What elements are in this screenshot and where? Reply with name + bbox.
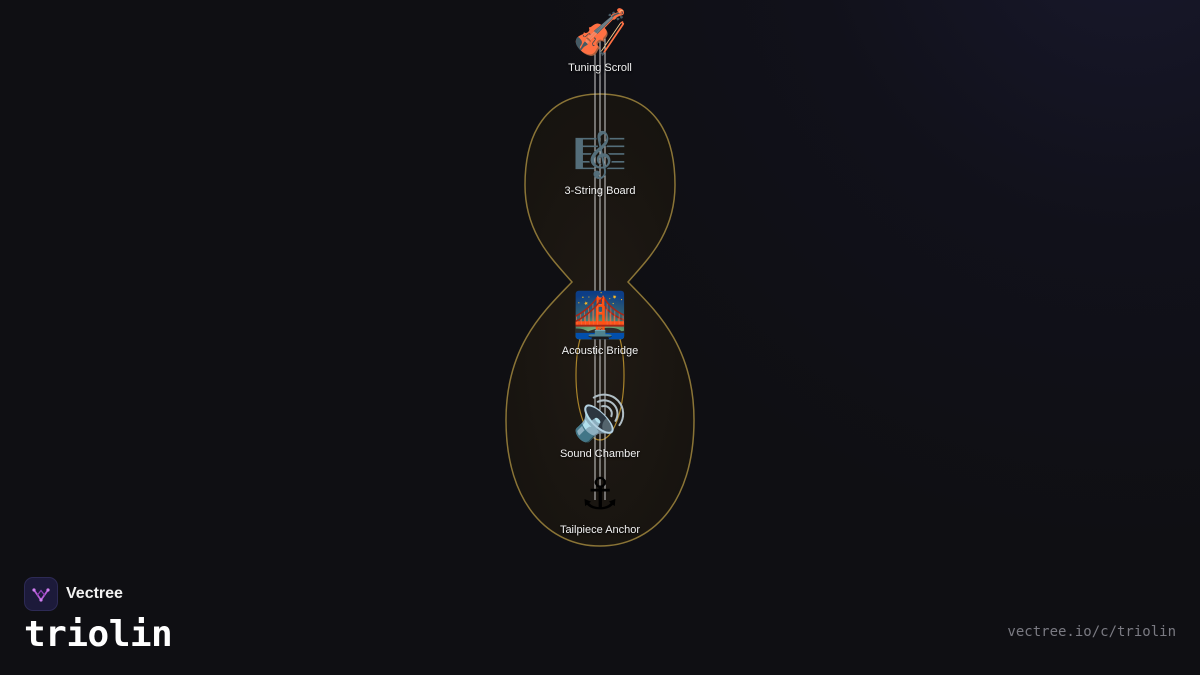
speaker-high-volume-icon: 🔊 xyxy=(572,393,628,444)
brand-block: Vectree triolin xyxy=(24,577,173,655)
anchor-icon: ⚓ xyxy=(580,469,620,520)
part-tailpiece-anchor[interactable]: ⚓ Tailpiece Anchor xyxy=(530,469,670,537)
musical-score-icon: 🎼 xyxy=(572,130,628,181)
violin-icon: 🎻 xyxy=(572,7,628,58)
part-label: 3-String Board xyxy=(564,185,636,197)
part-label: Tuning Scroll xyxy=(568,62,632,74)
part-sound-chamber[interactable]: 🔊 Sound Chamber xyxy=(530,393,670,461)
brand-name[interactable]: Vectree xyxy=(66,585,123,602)
project-url[interactable]: vectree.io/c/triolin xyxy=(1007,624,1176,640)
brand-row: Vectree xyxy=(24,577,172,611)
part-string-board[interactable]: 🎼 3-String Board xyxy=(530,130,670,198)
project-title: triolin xyxy=(24,614,173,655)
part-acoustic-bridge[interactable]: 🌉 Acoustic Bridge xyxy=(530,290,670,358)
part-label: Tailpiece Anchor xyxy=(559,524,641,536)
bridge-at-night-icon: 🌉 xyxy=(572,290,628,341)
part-label: Acoustic Bridge xyxy=(561,345,639,357)
part-tuning-scroll[interactable]: 🎻 Tuning Scroll xyxy=(530,7,670,75)
vectree-logo-icon[interactable] xyxy=(24,577,58,611)
vectree-logo-mark xyxy=(32,588,50,602)
part-label: Sound Chamber xyxy=(559,448,641,460)
